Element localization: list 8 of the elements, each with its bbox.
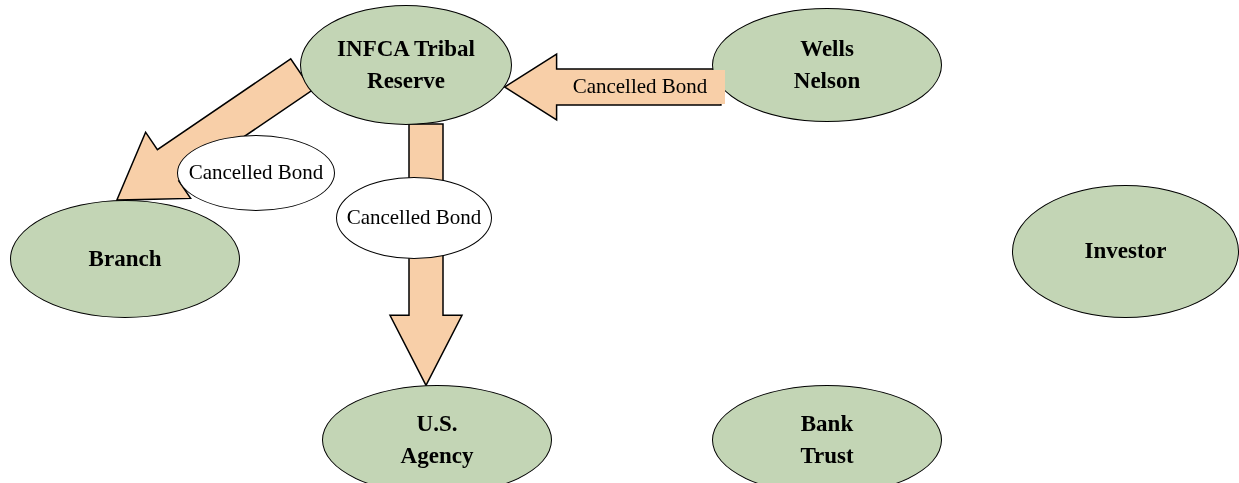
node-label: Bank Trust	[799, 409, 855, 470]
edge-label: Cancelled Bond	[336, 177, 492, 259]
node-label: Wells Nelson	[792, 34, 862, 95]
node-label: U.S. Agency	[399, 409, 475, 470]
node-label: Branch	[88, 244, 162, 273]
node-label: INFCA Tribal Reserve	[336, 34, 476, 95]
edge-label: Cancelled Bond	[177, 135, 335, 211]
node-label: Investor	[1084, 237, 1167, 266]
